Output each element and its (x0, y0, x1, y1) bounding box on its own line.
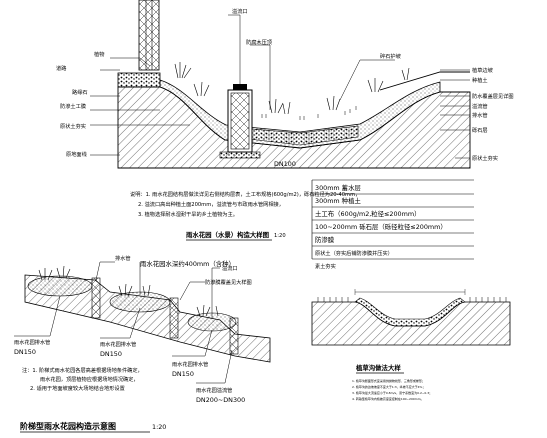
label-drain-left: 雨水花园排水管 (14, 338, 50, 346)
stepped-earth (24, 274, 271, 363)
layer-row: 300mm 蓄水层 (315, 183, 361, 192)
label-plant: 植物 (94, 50, 104, 58)
stepped-note-2: 雨水花园，顶层植物应根据场地情况确定， (40, 375, 139, 383)
planting-mounds (27, 275, 237, 332)
leader-lines (90, 14, 470, 159)
stepped-note-1: 注：1. 阶梯式雨水花园各层高差根据场地条件确定， (22, 366, 143, 374)
label-ground-line: 原地面线 (66, 150, 87, 158)
surface-vegetation (261, 106, 357, 120)
label-drain-mid: 雨水花园排水管 (100, 340, 136, 348)
layer-row: 土工布（600g/m2,粒径≤200mm） (315, 209, 420, 218)
swale-dimensions (354, 289, 466, 295)
drawing1-scale: 1:20 (274, 233, 286, 239)
label-dn150c: DN150 (172, 370, 194, 378)
label-dn150b: DN150 (100, 350, 122, 358)
label-overflow-pipe: 溢流管 (472, 102, 488, 110)
swale-gravel (354, 297, 466, 327)
grass-swale-detail: 植草沟做法大样 1. 植草沟断面形式宜采用倒抛物线形、三角形或梯形； 2. 植草… (311, 289, 511, 401)
label-overflow-2: 溢流口 (222, 264, 238, 272)
label-curb: 路缘石 (72, 88, 88, 96)
label-grass-right: 植草边坡 (472, 66, 493, 74)
stepped-note-3: 2. 适用于地面坡度较大场地结合地形设置 (30, 384, 125, 392)
overflow-chamber (219, 84, 261, 159)
label-overflow-tube: 雨水花园溢流管 (196, 386, 232, 394)
label-gravel-layer: 砾石层 (472, 126, 488, 134)
label-water-depth: 雨水花园水深约400mm（含种） (140, 259, 235, 268)
drawing1-title: 雨水花园（水景）构造大样图 (186, 230, 269, 239)
label-dn150a: DN150 (14, 348, 36, 356)
drawing2-title: 阶梯型雨水花园构造示意图 (20, 421, 116, 431)
road-slab (117, 72, 161, 88)
label-dn100: DN100 (274, 160, 296, 168)
layer-row: 防渗膜 (315, 235, 335, 244)
stepped-leaders (14, 261, 233, 384)
swale-notes: 1. 植草沟断面形式宜采用倒抛物线形、三角形或梯形； 2. 植草沟的边坡坡度不宜… (352, 378, 432, 401)
label-existing-soil: 原状土夯实 (472, 154, 498, 162)
label-drain-low: 雨水花园排水管 (172, 360, 208, 368)
layer-row: 300mm 种植土 (315, 196, 361, 205)
drawing2-scale: 1:20 (152, 423, 166, 431)
swale-note: 2. 植草沟的边坡坡度不宜大于1:3，纵坡不应大于4%； (352, 384, 425, 389)
label-overflow-cover: 防渗膜覆盖见大样图 (205, 278, 252, 286)
layer-row: 100~200mm 砾石层（砾径粒径≤200mm） (315, 222, 447, 231)
label-road: 道路 (56, 64, 67, 72)
swale-note: 4. 转输型植草沟内植被高度宜控制在100~200mm。 (352, 396, 424, 401)
swale-note: 3. 植草沟最大流速应小于0.8m/s，曼宁系数宜为0.2~0.3； (352, 390, 432, 395)
retaining-walls (91, 277, 239, 355)
label-planting-soil: 种植土 (472, 76, 488, 84)
stepped-plants (38, 265, 219, 317)
note-1: 说明：1. 雨水花园结构层做法详见右侧结构层表，土工布规格(600g/m2)，砾… (130, 190, 360, 198)
plant-symbols (174, 62, 410, 115)
right-slope (379, 71, 470, 91)
label-dn-range: DN200~DN300 (196, 396, 245, 404)
swale-note: 1. 植草沟断面形式宜采用倒抛物线形、三角形或梯形； (352, 378, 425, 383)
label-drain: 排水管 (115, 254, 131, 262)
swale-grass (317, 297, 507, 302)
stepped-rain-garden: 排水管 雨水花园水深约400mm（含种） 溢流口 防渗膜覆盖见大样图 雨水花园排… (14, 254, 271, 433)
layer-table: 300mm 蓄水层 300mm 种植土 土工布（600g/m2,粒径≤200mm… (311, 179, 474, 270)
label-gravel-right: 碎石护坡 (380, 52, 401, 60)
layer-row: 素土夯实 (315, 262, 336, 270)
rain-garden-section: 植物 道路 路缘石 防渗土工膜 原状土夯实 原地面线 溢流口 防腐木压顶 碎石护… (56, 0, 514, 241)
label-overflow: 溢流口 (232, 7, 248, 15)
label-existing-ground: 原状土夯实 (60, 122, 86, 130)
note-3: 3. 植物选择耐水湿耐干旱的乡土植物为主。 (138, 210, 238, 218)
label-overflow-note: 防水覆盖层见详图 (472, 92, 514, 100)
layer-row: 原状土（夯实后铺防渗膜并压实） (315, 249, 393, 257)
note-2: 2. 溢流口高出种植土面200mm，溢流管与市政雨水管网相接， (138, 200, 284, 208)
label-plank-top: 防腐木压顶 (246, 38, 272, 46)
drawing3-title: 植草沟做法大样 (355, 363, 401, 372)
curb-post (138, 0, 160, 71)
label-geo-membrane: 防渗土工膜 (60, 102, 86, 110)
label-drain-pipe: 排水管 (472, 111, 488, 119)
